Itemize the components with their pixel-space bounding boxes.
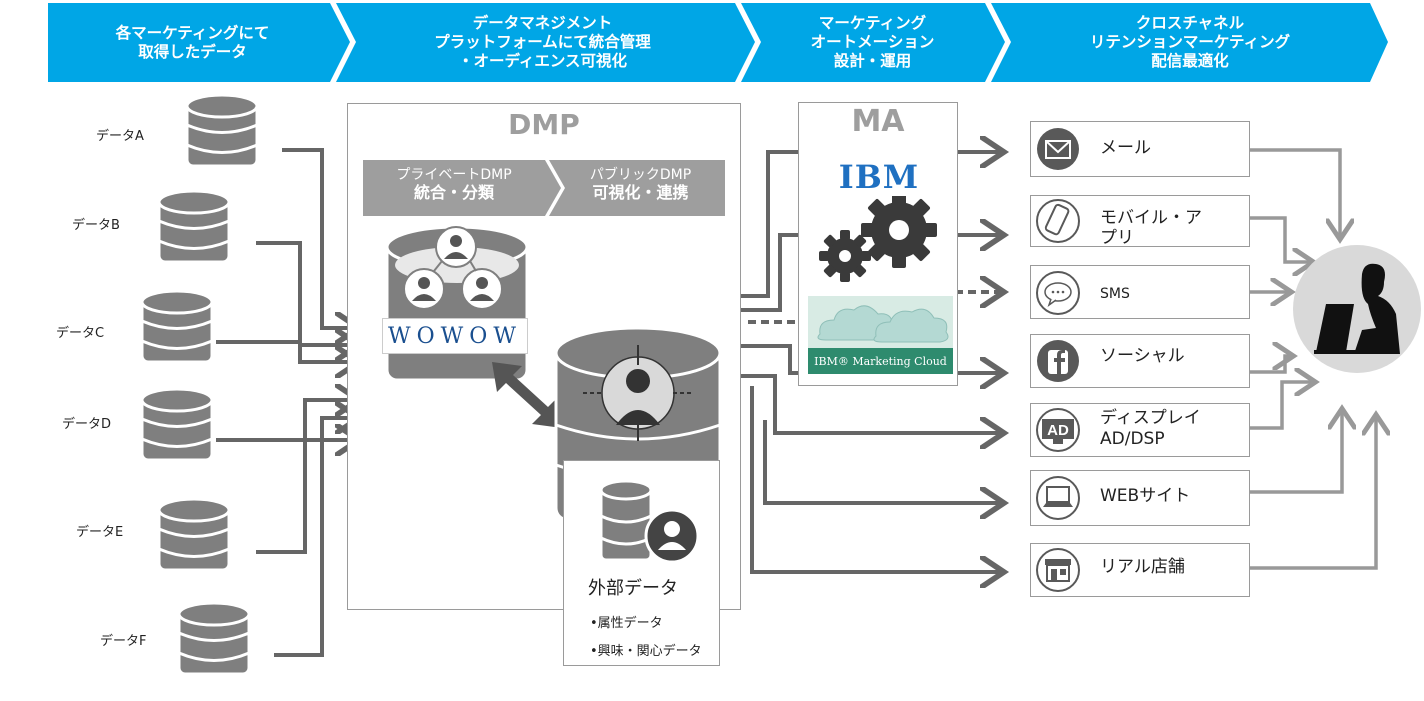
step-1-text: 各マーケティングにて 取得したデータ [115,23,270,61]
arrow-source-a [282,148,355,328]
mobile-icon [1036,199,1080,243]
database-icon-a [185,93,259,168]
channel-label-sms: SMS [1100,286,1130,302]
ibm-logo: IBM [838,158,920,196]
arrow-source-e [256,400,355,554]
arrow-mobile-user [1250,216,1310,262]
step-2-text: データマネジメント プラットフォームにて統合管理 ・オーディエンス可視化 [434,14,651,70]
database-icon-e [157,497,231,572]
arrow-store-user [1250,418,1376,570]
arrow-social-user [1250,356,1290,374]
people-group-icon [403,226,503,310]
marketing-cloud-label: IBM® Marketing Cloud [814,354,947,368]
private-dmp-tag: プライベートDMP 統合・分類 [365,166,543,203]
bidirectional-arrow-icon [492,362,562,428]
ad-icon: AD [1036,408,1080,452]
channel-label-web: WEBサイト [1100,486,1191,506]
step-4-text: クロスチャネル リテンションマーケティング 配信最適化 [1089,14,1291,70]
channel-label-mail: メール [1100,138,1151,158]
arrow-dmp-ma-2 [738,233,800,312]
database-icon-c [140,289,214,364]
channel-label-store: リアル店舗 [1100,557,1185,577]
public-dmp-tag: パブリックDMP 可視化・連携 [553,166,728,203]
step-3-text: マーケティング オートメーション 設計・運用 [810,14,935,70]
private-dmp-line2: 統合・分類 [413,183,494,202]
arrow-dmp-display [738,374,1000,433]
source-label-f: データF [100,634,147,649]
target-person-icon [583,345,693,441]
external-database-icon [599,479,700,564]
channel-label-social: ソーシャル [1100,346,1185,366]
sms-icon [1036,271,1080,315]
source-label-c: データC [56,326,105,341]
arrow-mail-user [1250,148,1340,236]
step-3-chevron [741,3,1005,82]
header-chevrons [48,3,1388,82]
database-icon-b [157,189,231,264]
user-with-laptop-icon [1293,245,1421,373]
external-data-item-2: •興味・関心データ [590,644,702,659]
facebook-icon [1037,340,1079,382]
private-dmp-line1: プライベートDMP [396,167,512,183]
source-label-d: データD [62,417,112,432]
store-icon [1036,548,1080,592]
marketing-cloud-icon [808,296,953,374]
ma-title: MA [851,104,905,139]
public-dmp-line2: 可視化・連携 [592,183,689,202]
arrow-display-user [1250,382,1312,430]
external-data-item-1: •属性データ [590,616,663,631]
step-1-chevron [48,3,350,82]
arrow-dmp-store [750,386,1000,572]
step-4-chevron [991,3,1388,82]
source-label-a: データA [96,129,144,144]
source-label-b: データB [72,218,120,233]
arrow-dmp-web [763,420,1000,503]
arrow-source-c [216,340,355,362]
arrow-dmp-ma-1 [738,150,800,298]
arrow-source-f [274,418,355,657]
external-data-title: 外部データ [588,578,678,599]
svg-text:AD: AD [1047,422,1069,439]
public-dmp-line1: パブリックDMP [589,167,692,183]
channel-label-mobile: モバイル・ア プリ [1100,208,1202,248]
mail-icon [1037,128,1079,170]
database-icon-d [140,387,214,462]
arrow-web-user [1250,412,1342,494]
dmp-title: DMP [508,108,580,141]
wowow-logo: WOWOW [382,318,528,354]
arrow-dmp-ma-3 [738,344,800,375]
dmp-tags [363,160,725,216]
step-2-chevron [336,3,755,82]
gears-icon [819,196,937,282]
source-label-e: データE [76,525,124,540]
arrow-source-b [256,241,355,345]
channel-label-display: ディスプレイ AD/DSP [1100,408,1201,449]
laptop-icon [1036,476,1080,520]
database-icon-f [177,601,251,676]
